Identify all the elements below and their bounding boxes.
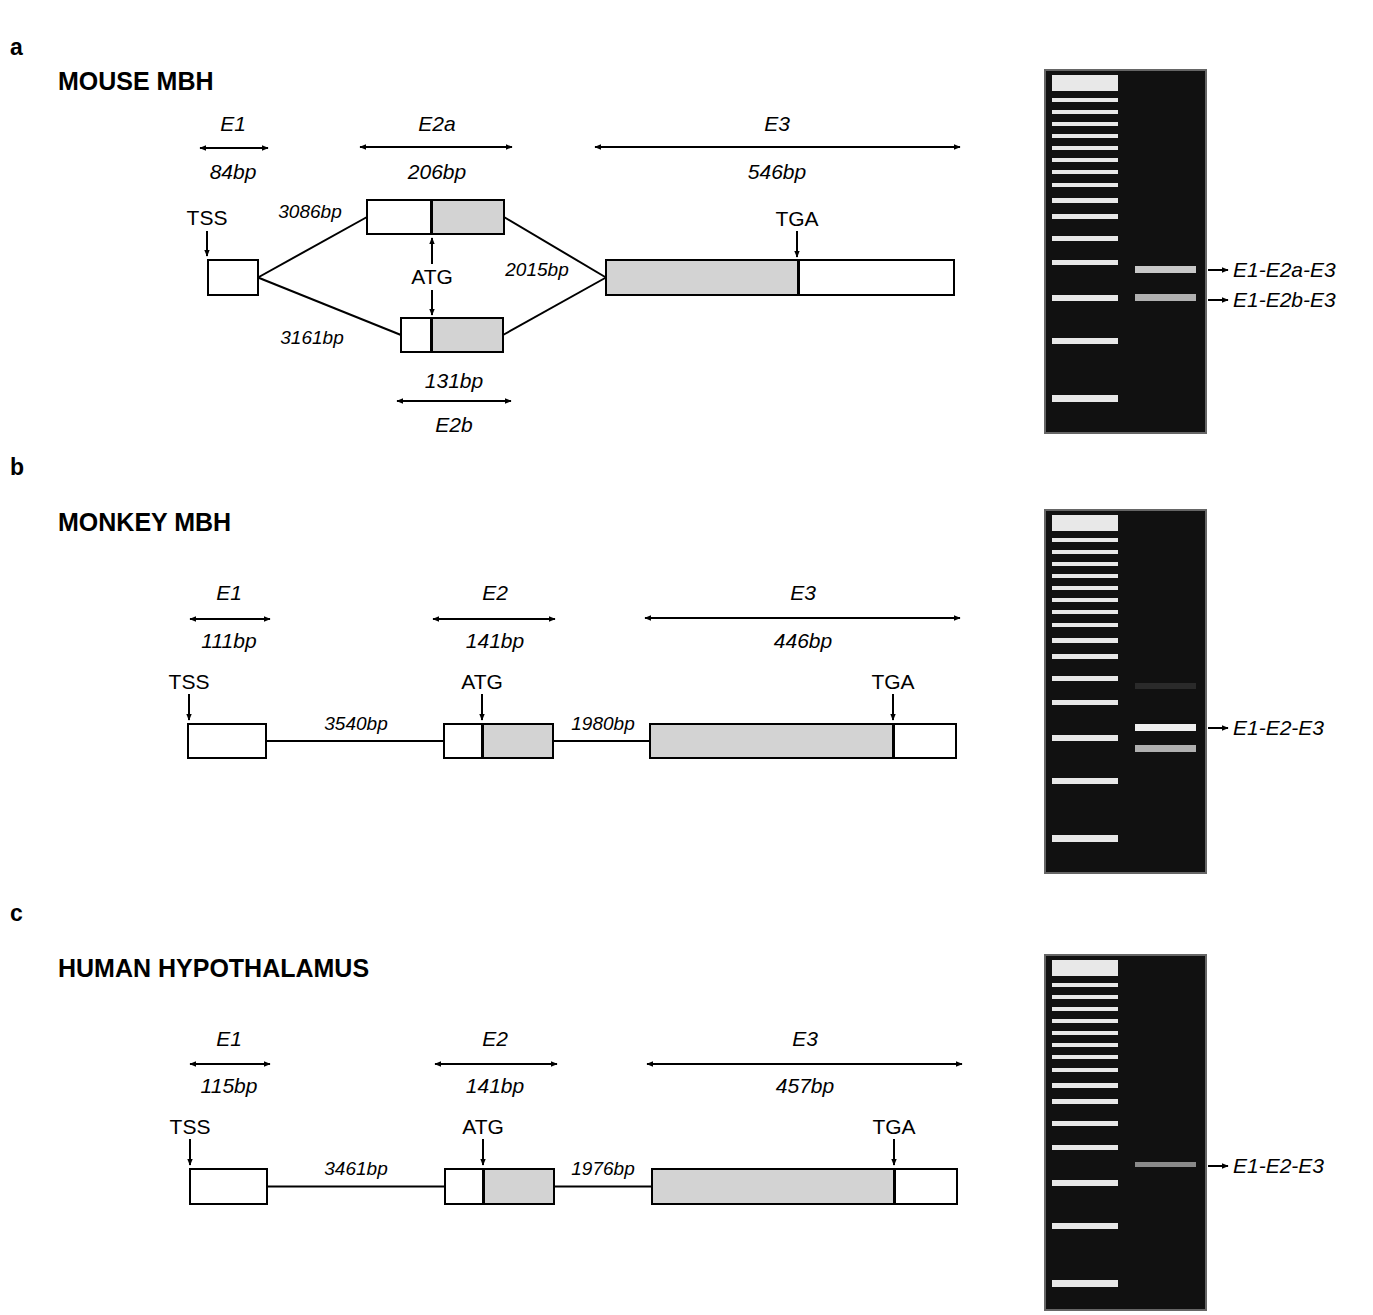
intron-length: 2015bp — [503, 259, 570, 281]
codon-mark — [892, 725, 895, 757]
site-label: TSS — [187, 206, 228, 230]
band-pointer — [1208, 270, 1228, 1166]
exon-length: 131bp — [425, 369, 483, 393]
panel-letter: a — [10, 34, 23, 61]
intron-length: 1980bp — [569, 713, 636, 735]
codon-mark — [430, 201, 433, 233]
panel-letter: b — [10, 454, 24, 481]
band-label: E1-E2-E3 — [1233, 716, 1324, 740]
intron-line — [266, 740, 444, 742]
exon-name: E3 — [764, 112, 790, 136]
exon-box: E1115bp — [189, 1168, 268, 1205]
exon-box: E184bp — [207, 259, 259, 296]
site-arrow — [189, 231, 894, 1165]
band-label: E1-E2a-E3 — [1233, 258, 1336, 282]
exon-box: E3457bp — [651, 1168, 958, 1205]
intron-line — [267, 1186, 445, 1188]
intron-line — [258, 217, 367, 278]
exon-box: E2141bp — [443, 723, 554, 759]
codon-mark — [481, 725, 484, 757]
coding-region — [482, 725, 552, 757]
panel-title: HUMAN HYPOTHALAMUS — [58, 954, 369, 983]
exon-name: E1 — [220, 112, 246, 136]
gel-image — [1045, 955, 1206, 1310]
band-label: E1-E2b-E3 — [1233, 288, 1336, 312]
codon-mark — [430, 319, 433, 351]
intron-line — [503, 278, 606, 336]
site-label: ATG — [462, 1115, 504, 1139]
exon-box: E3546bp — [605, 259, 955, 296]
exon-name: E3 — [790, 581, 816, 605]
exon-box: E2141bp — [444, 1168, 555, 1205]
codon-mark — [893, 1170, 896, 1203]
coding-region — [607, 261, 798, 294]
exon-name: E1 — [216, 581, 242, 605]
site-label: TSS — [170, 1115, 211, 1139]
exon-box: 131bpE2b — [400, 317, 504, 353]
panel-letter: c — [10, 900, 23, 927]
exon-name: E2 — [482, 1027, 508, 1051]
site-label: TSS — [169, 670, 210, 694]
gel-image — [1045, 510, 1206, 873]
exon-name: E1 — [216, 1027, 242, 1051]
intron-line — [553, 740, 650, 742]
coding-region — [483, 1170, 553, 1203]
intron-length: 3086bp — [276, 201, 343, 223]
coding-region — [653, 1170, 894, 1203]
codon-mark — [482, 1170, 485, 1203]
intron-length: 3161bp — [278, 327, 345, 349]
exon-length: 546bp — [748, 160, 806, 184]
exon-length: 111bp — [201, 629, 256, 653]
intron-length: 3461bp — [322, 1158, 389, 1180]
codon-mark — [797, 261, 800, 294]
site-label: TGA — [775, 207, 818, 231]
span-arrow — [190, 147, 962, 1064]
panel-title: MOUSE MBH — [58, 67, 214, 96]
exon-name: E3 — [792, 1027, 818, 1051]
exon-length: E2b — [435, 413, 472, 437]
band-label: E1-E2-E3 — [1233, 1154, 1324, 1178]
intron-line — [554, 1186, 652, 1188]
exon-length: 141bp — [466, 629, 524, 653]
panel-title: MONKEY MBH — [58, 508, 231, 537]
site-label: TGA — [872, 1115, 915, 1139]
site-label: TGA — [871, 670, 914, 694]
coding-region — [651, 725, 893, 757]
intron-length: 1976bp — [569, 1158, 636, 1180]
exon-name: E2 — [482, 581, 508, 605]
exon-length: 446bp — [774, 629, 832, 653]
exon-length: 206bp — [408, 160, 466, 184]
exon-name: E2a — [418, 112, 455, 136]
intron-length: 3540bp — [322, 713, 389, 735]
site-label: ATG — [411, 265, 453, 289]
coding-region — [431, 201, 503, 233]
exon-box: E3446bp — [649, 723, 957, 759]
gel-image — [1045, 70, 1206, 433]
exon-box: E2a206bp — [366, 199, 505, 235]
exon-length: 141bp — [466, 1074, 524, 1098]
site-label: ATG — [461, 670, 503, 694]
exon-length: 84bp — [210, 160, 257, 184]
exon-length: 115bp — [201, 1074, 258, 1098]
exon-box: E1111bp — [187, 723, 267, 759]
exon-length: 457bp — [776, 1074, 834, 1098]
coding-region — [431, 319, 502, 351]
